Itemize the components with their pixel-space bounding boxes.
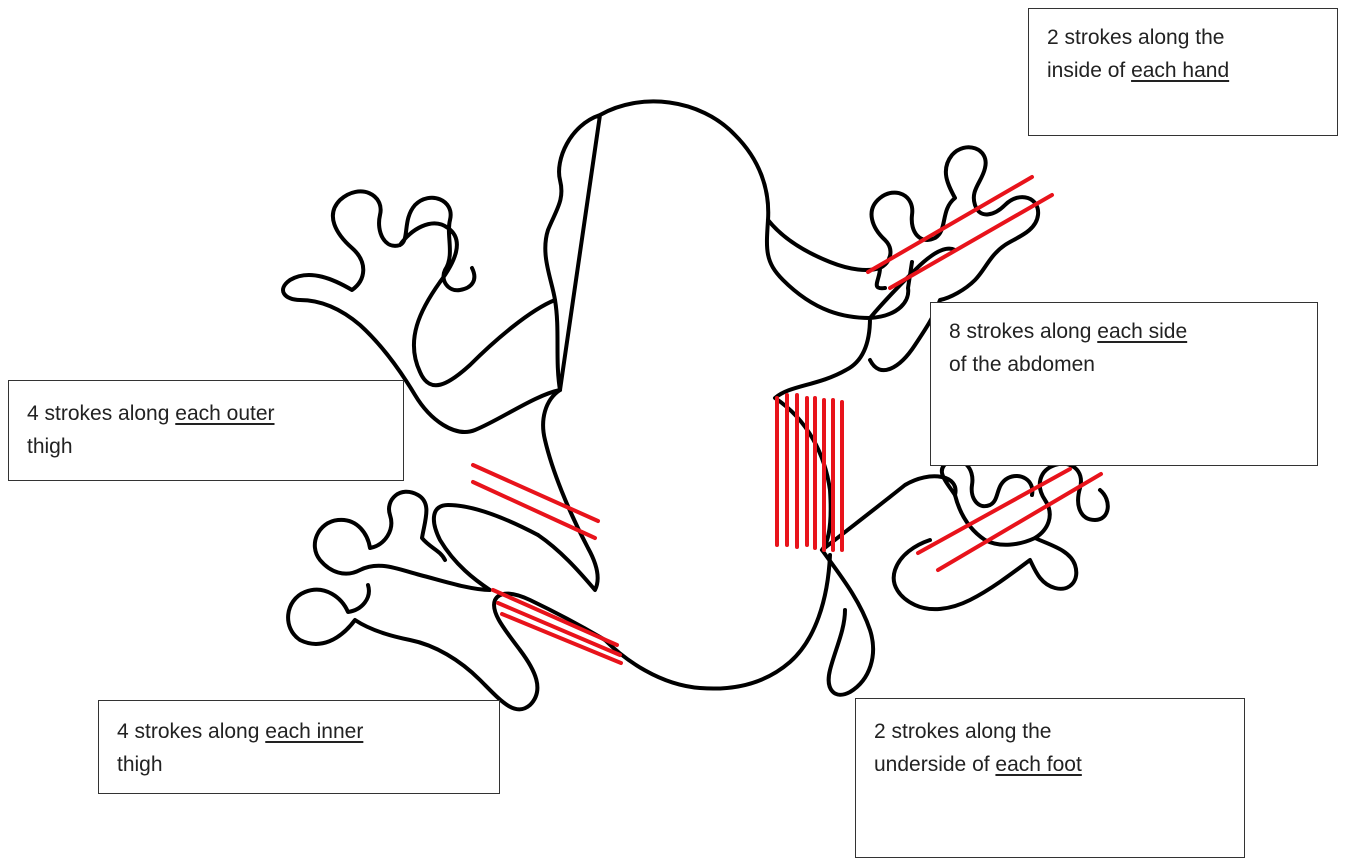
callout-side-line2: of the abdomen — [949, 348, 1301, 381]
callout-each-foot: 2 strokes along the underside of each fo… — [855, 698, 1245, 858]
callout-inner-line2: thigh — [117, 748, 483, 781]
foot-stroke-1 — [918, 469, 1070, 553]
frog-body-outline — [538, 101, 956, 688]
callout-foot-line1: 2 strokes along the — [874, 715, 1228, 748]
callout-hand-line2: inside of each hand — [1047, 54, 1321, 87]
callout-inner-emphasis: each inner — [265, 720, 363, 743]
callout-side-line1: 8 strokes along each side — [949, 315, 1301, 348]
callout-side-prefix: 8 strokes along — [949, 320, 1097, 343]
callout-outer-line2: thigh — [27, 430, 387, 463]
foot-stroke-2 — [938, 474, 1101, 570]
hand-stroke-2 — [890, 195, 1052, 288]
callout-foot-line2: underside of each foot — [874, 748, 1228, 781]
callout-inner-line1: 4 strokes along each inner — [117, 715, 483, 748]
callout-hand-prefix: inside of — [1047, 59, 1131, 82]
left-leg-outline — [288, 492, 605, 710]
callout-each-side: 8 strokes along each side of the abdomen — [930, 302, 1318, 466]
callout-foot-prefix: underside of — [874, 753, 995, 776]
callout-hand-emphasis: each hand — [1131, 59, 1229, 82]
callout-side-emphasis: each side — [1097, 320, 1187, 343]
callout-inner-prefix: 4 strokes along — [117, 720, 265, 743]
callout-outer-line1: 4 strokes along each outer — [27, 397, 387, 430]
callout-outer-prefix: 4 strokes along — [27, 402, 175, 425]
callout-each-outer-thigh: 4 strokes along each outer thigh — [8, 380, 404, 481]
callout-foot-emphasis: each foot — [995, 753, 1081, 776]
callout-each-inner-thigh: 4 strokes along each inner thigh — [98, 700, 500, 794]
callout-hand-line1: 2 strokes along the — [1047, 21, 1321, 54]
callout-each-hand: 2 strokes along the inside of each hand — [1028, 8, 1338, 136]
callout-outer-emphasis: each outer — [175, 402, 274, 425]
